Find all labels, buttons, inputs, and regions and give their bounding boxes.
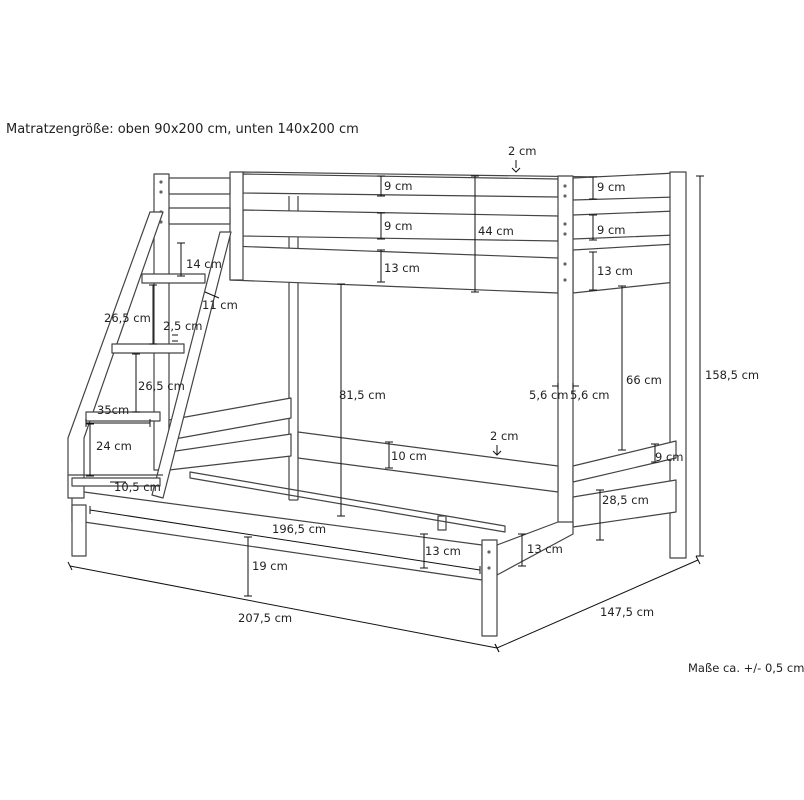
lower-right-end-rail-low: [572, 479, 677, 528]
dimension-lines: [67, 160, 704, 653]
dim-rail-top-left: 9 cm: [384, 179, 413, 193]
dim-side-rail-height: 13 cm: [425, 544, 461, 558]
tolerance-note: Maße ca. +/- 0,5 cm: [688, 661, 804, 675]
lower-slat-frame: [189, 471, 506, 533]
dim-front-rail-height: 13 cm: [527, 542, 563, 556]
dim-ladder-width: 35cm: [97, 403, 129, 417]
dim-ladder-rail-offset: 2,5 cm: [163, 319, 202, 333]
dim-lower-guard-rail: 10 cm: [391, 449, 427, 463]
dim-rail-low-right: 13 cm: [597, 264, 633, 278]
dim-under-clearance: 81,5 cm: [339, 388, 386, 402]
front-right-post: [557, 175, 574, 528]
dim-lower-guard-gap: 2 cm: [490, 429, 519, 443]
dim-inner-length: 196,5 cm: [272, 522, 326, 536]
dim-total-height: 158,5 cm: [705, 368, 759, 382]
bed-drawing: [67, 171, 687, 637]
dim-rail-low-left: 13 cm: [384, 261, 420, 275]
front-left-leg: [71, 504, 87, 557]
lower-right-end-rail-high: [572, 440, 677, 483]
dim-rail-top-gap: 2 cm: [508, 144, 537, 158]
dim-post-width-right: 5,6 cm: [570, 388, 609, 402]
dim-total-width: 147,5 cm: [600, 605, 654, 619]
lower-left-end-rail-low: [168, 433, 292, 471]
dim-upper-lower-gap: 66 cm: [626, 373, 662, 387]
dim-ladder-step-thickness: 11 cm: [202, 298, 238, 312]
ladder-step-1: [141, 273, 206, 284]
dim-rail-mid-left: 9 cm: [384, 219, 413, 233]
left-end-rail-top: [168, 177, 231, 195]
dim-lower-end-rail: 9 cm: [655, 450, 684, 464]
dim-post-width-left: 5,6 cm: [529, 388, 568, 402]
dim-lower-end-height: 28,5 cm: [602, 493, 649, 507]
front-right-leg: [481, 539, 498, 637]
ladder-stringer-front: [67, 211, 164, 499]
ladder-stringer-back: [151, 231, 232, 499]
ladder-step-2: [111, 343, 185, 354]
dim-ladder-step-space-top: 26,5 cm: [104, 311, 151, 325]
dim-rail-mid-right: 9 cm: [597, 223, 626, 237]
dim-ladder-step-space-mid: 26,5 cm: [138, 379, 185, 393]
dim-rail-top-right: 9 cm: [597, 180, 626, 194]
back-right-post: [669, 171, 687, 559]
dim-floor-clearance: 19 cm: [252, 559, 288, 573]
dim-total-length: 207,5 cm: [238, 611, 292, 625]
dim-guard-height: 44 cm: [478, 224, 514, 238]
dim-ladder-foot: 10,5 cm: [114, 480, 161, 494]
lower-back-rail: [297, 431, 559, 493]
left-end-post-front: [229, 171, 244, 281]
page-title: Matratzengröße: oben 90x200 cm, unten 14…: [6, 122, 359, 137]
dim-ladder-step-depth: 14 cm: [186, 257, 222, 271]
left-end-rail-mid: [168, 207, 231, 225]
dimension-labels: 2 cm 9 cm 9 cm 13 cm 9 cm 9 cm 13 cm 44 …: [96, 144, 759, 625]
dim-ladder-bottom-height: 24 cm: [96, 439, 132, 453]
